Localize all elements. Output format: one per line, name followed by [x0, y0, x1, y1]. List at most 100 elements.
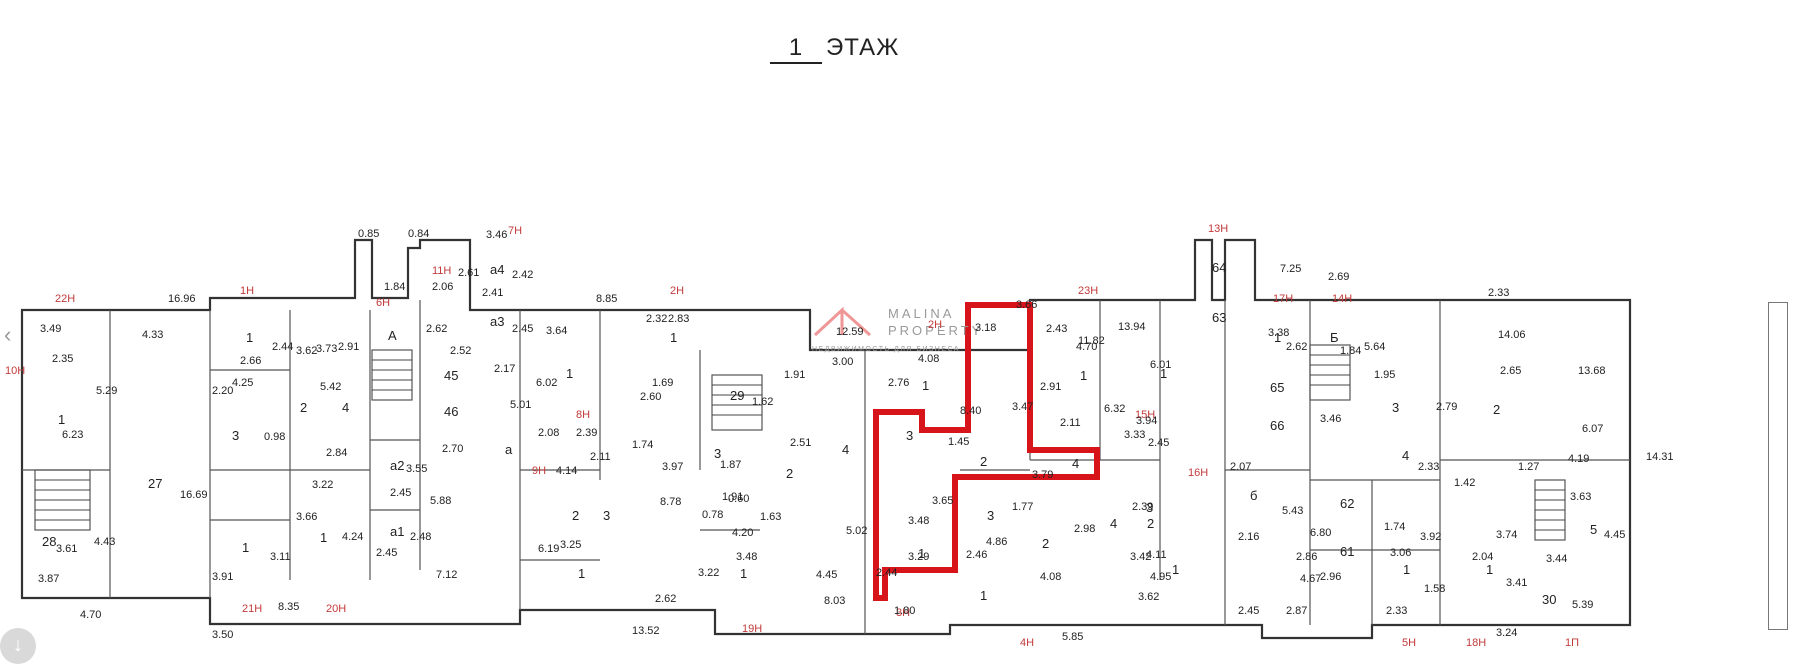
- dimension: 3.38: [1268, 327, 1289, 339]
- unit-label: 22Н: [55, 293, 75, 305]
- dimension: 6.32: [1104, 403, 1125, 415]
- dimension: 14.06: [1498, 329, 1526, 341]
- unit-label: 13Н: [1208, 223, 1228, 235]
- dimension: 2.45: [1238, 605, 1259, 617]
- room-number: 1: [740, 566, 747, 581]
- room-number: 2: [572, 508, 579, 523]
- room-number: 4: [1072, 456, 1079, 471]
- room-number: 1: [1274, 330, 1281, 345]
- dimension: 3.29: [908, 551, 929, 563]
- dimension: 2.62: [426, 323, 447, 335]
- room-number: 2: [980, 454, 987, 469]
- dimension: 3.18: [975, 322, 996, 334]
- dimension: 4.45: [816, 569, 837, 581]
- dimension: 7.12: [436, 569, 457, 581]
- unit-label: 9Н: [532, 465, 546, 477]
- dimension: 2.07: [1230, 461, 1251, 473]
- dimension: 16.96: [168, 293, 196, 305]
- chevron-left-icon[interactable]: ‹: [4, 322, 12, 347]
- dimension: 1.80: [894, 605, 915, 617]
- room-number: a2: [390, 458, 404, 473]
- room-number: 1: [980, 588, 987, 603]
- dimension: 2.45: [1148, 437, 1169, 449]
- dimension: 14.31: [1646, 451, 1674, 463]
- dimension: 4.67: [1300, 573, 1321, 585]
- dimension: 0.84: [408, 228, 429, 240]
- unit-label: 11Н: [432, 265, 451, 277]
- dimension: 3.63: [1570, 491, 1591, 503]
- dimension: 5.64: [1364, 341, 1385, 353]
- dimension: 1.58: [1424, 583, 1445, 595]
- dimension: 4.08: [918, 353, 939, 365]
- dimension: 3.94: [1136, 415, 1157, 427]
- dimension: 0.85: [358, 228, 379, 240]
- dimension: 0.78: [702, 509, 723, 521]
- dimension: 1.95: [1374, 369, 1395, 381]
- dimension: 6.01: [1150, 359, 1171, 371]
- dimension: 2.61: [458, 267, 479, 279]
- dimension: 2.42: [512, 269, 533, 281]
- dimension: 13.94: [1118, 321, 1146, 333]
- dimension: 12.59: [836, 326, 864, 338]
- dimension: 4.45: [1604, 529, 1625, 541]
- dimension: 2.33: [1418, 461, 1439, 473]
- dimension: 2.51: [790, 437, 811, 449]
- room-numbers: 1 27 28 1 2 3 4 1 1 A 45 46 a4 a3 a2 a1 …: [42, 260, 1597, 607]
- dimension: 11.82: [1078, 335, 1105, 347]
- room-number: 27: [148, 476, 162, 491]
- room-number: 61: [1340, 544, 1354, 559]
- dimension: 6.23: [62, 429, 83, 441]
- watermark: MALINA PROPERTY НЕДВИЖИМОСТЬ ДЛЯ БИЗНЕСА: [812, 306, 980, 353]
- room-number: 64: [1212, 260, 1226, 275]
- dimension: 3.64: [546, 325, 567, 337]
- unit-label: 4Н: [1020, 637, 1034, 649]
- scroll-down-button[interactable]: ↓: [0, 628, 36, 664]
- dimension: 2.48: [410, 531, 431, 543]
- dimension: 13.68: [1578, 365, 1606, 377]
- dimension: 3.48: [908, 515, 929, 527]
- room-number: 1: [918, 546, 925, 561]
- room-number: 1: [246, 330, 253, 345]
- dimension: 8.78: [660, 496, 681, 508]
- room-number: Б: [1330, 330, 1339, 345]
- room-number: 1: [1403, 562, 1410, 577]
- dimension: 4.11: [1146, 549, 1167, 561]
- dimension: 0.98: [264, 431, 285, 443]
- dimension: 5.01: [510, 399, 531, 411]
- dimension: 5.42: [320, 381, 341, 393]
- highlighted-unit-outline[interactable]: [873, 302, 1100, 601]
- room-number: 2: [1493, 402, 1500, 417]
- unit-label: 23Н: [1078, 285, 1098, 297]
- dimension: 3.46: [486, 229, 507, 241]
- dimension: 2.87: [1286, 605, 1307, 617]
- dimension: 2.16: [1238, 531, 1259, 543]
- dimension: 2.79: [1436, 401, 1457, 413]
- dimension: 2.20: [212, 385, 233, 397]
- dimension: 2.44: [272, 341, 293, 353]
- dimension: 4.86: [986, 536, 1007, 548]
- dimension: 3.00: [832, 356, 853, 368]
- room-number: 3: [232, 428, 239, 443]
- dimension: 3.50: [212, 629, 233, 641]
- dimension: 2.69: [1328, 271, 1349, 283]
- dimension: 2.43: [1046, 323, 1067, 335]
- dimension: 1.87: [720, 459, 741, 471]
- unit-label: 2Н: [928, 319, 942, 331]
- unit-label: 1Н: [240, 285, 254, 297]
- dimension: 4.20: [732, 527, 753, 539]
- room-number: 3: [603, 508, 610, 523]
- unit-label: 21Н: [242, 603, 262, 615]
- dimension: 7.25: [1280, 263, 1301, 275]
- dimension: 4.70: [80, 609, 101, 621]
- room-number: 1: [922, 378, 929, 393]
- dimension: 2.08: [538, 427, 559, 439]
- dimension: 2.39: [576, 427, 597, 439]
- dimension: 1.77: [1012, 501, 1033, 513]
- stair-b: [1309, 344, 1351, 401]
- dimension: 2.84: [326, 447, 347, 459]
- dimension: 1.45: [948, 436, 969, 448]
- dimension: 1.74: [1384, 521, 1405, 533]
- room-number: 1: [58, 412, 65, 427]
